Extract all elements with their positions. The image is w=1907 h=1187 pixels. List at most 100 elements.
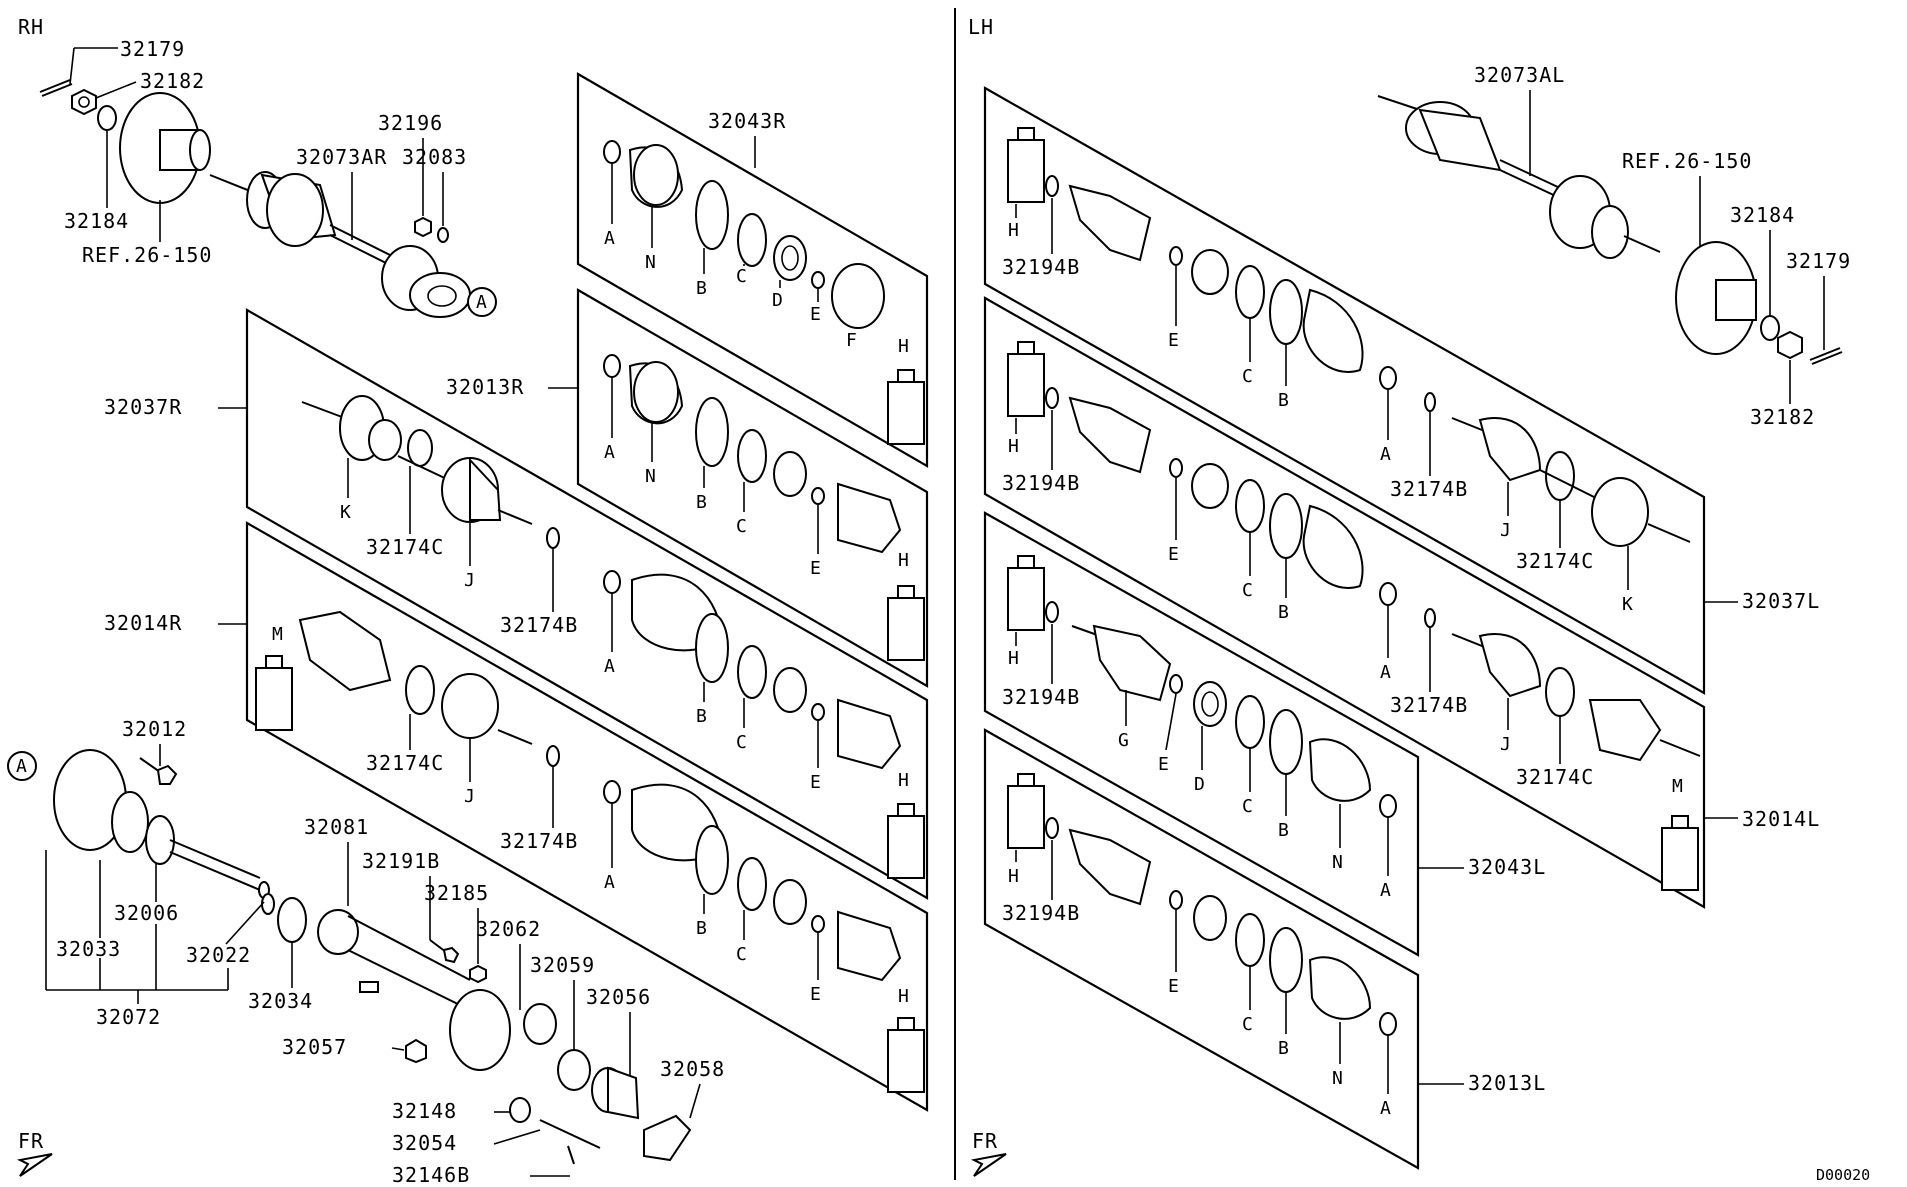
oil-seal-icon — [523, 1003, 557, 1045]
label-32012: 32012 — [122, 717, 187, 741]
grease-tube-icon-h4 — [887, 1017, 925, 1093]
lh-driveshaft-assembly-icon — [1377, 95, 1661, 259]
letter-C-rh1: C — [736, 266, 747, 287]
kit-32043R-parts — [603, 140, 885, 329]
letter-E-lh1: E — [1168, 330, 1179, 351]
letter-H-lh3: H — [1008, 648, 1019, 669]
letter-D-lh: D — [1194, 774, 1205, 795]
label-32174B-lh2: 32174B — [1390, 693, 1468, 717]
callout-a-bottom-label: A — [16, 756, 27, 777]
letter-B-lh3: B — [1278, 820, 1289, 841]
label-32043R: 32043R — [708, 109, 786, 133]
letter-C-rh4: C — [736, 944, 747, 965]
letter-J-rh2: J — [464, 786, 475, 807]
letter-A-rh2: A — [604, 442, 615, 463]
hub-nut-icon — [71, 88, 97, 116]
small-washer-icon — [437, 227, 449, 243]
diagram-code: D00020 — [1816, 1166, 1870, 1184]
nut-icon-32185 — [469, 964, 487, 984]
front-hub-icon — [119, 92, 211, 204]
lh-hub-nut-icon — [1777, 330, 1803, 360]
kit-box-32014R — [245, 521, 929, 1112]
letter-E-rh4: E — [810, 984, 821, 1005]
label-32006: 32006 — [114, 901, 179, 925]
letter-B-rh1: B — [696, 278, 707, 299]
letter-B-rh2: B — [696, 492, 707, 513]
label-32174B-rh2: 32174B — [500, 829, 578, 853]
letter-E-rh3: E — [810, 772, 821, 793]
letter-J-lh1: J — [1500, 520, 1511, 541]
letter-C-rh2: C — [736, 516, 747, 537]
label-32083: 32083 — [402, 145, 467, 169]
fr-arrow-rh-icon — [16, 1153, 53, 1177]
bracket-icon-32058 — [643, 1114, 692, 1162]
cotter-pin-icon — [39, 79, 73, 97]
label-32182-lh: 32182 — [1750, 405, 1815, 429]
lh-hub-icon — [1675, 241, 1757, 355]
letter-H-rh4: H — [898, 986, 909, 1007]
label-32191B: 32191B — [362, 849, 440, 873]
kit-32037R-parts — [301, 395, 560, 549]
fr-label-lh: FR — [972, 1129, 998, 1153]
kit-32014R-upper-parts — [603, 570, 902, 770]
nut-icon-32057 — [405, 1038, 427, 1064]
grease-tube-icon-h1 — [887, 369, 925, 445]
label-32037L: 32037L — [1742, 589, 1820, 613]
kit-box-32043R — [576, 72, 929, 468]
letter-A-rh4: A — [604, 872, 615, 893]
washer-icon — [97, 105, 117, 131]
lh-section-label: LH — [968, 15, 994, 39]
letter-B-lh4: B — [1278, 1038, 1289, 1059]
letter-H-lh4: H — [1008, 866, 1019, 887]
kit-box-32043L — [983, 511, 1420, 957]
kit-box-32043L-A — [983, 86, 1706, 695]
label-32054: 32054 — [392, 1131, 457, 1155]
grease-tube-icon-h2 — [887, 585, 925, 661]
kit-32014R-lower-parts — [255, 610, 560, 767]
letter-C-lh2: C — [1242, 580, 1253, 601]
seal-ring-icon — [557, 1049, 591, 1091]
letter-E-lh2: E — [1168, 544, 1179, 565]
letter-C-lh3: C — [1242, 796, 1253, 817]
label-32179-lh: 32179 — [1786, 249, 1851, 273]
label-32194B-lh1: 32194B — [1002, 255, 1080, 279]
label-32022: 32022 — [186, 943, 251, 967]
dust-seal-icon — [277, 897, 307, 943]
intermediate-shaft-icon — [53, 749, 270, 899]
fr-label-rh: FR — [18, 1129, 44, 1153]
letter-A-lh4: A — [1380, 1098, 1391, 1119]
label-32184-lh: 32184 — [1730, 203, 1795, 227]
pin-icon-32146B — [567, 1145, 575, 1165]
letter-A-lh3: A — [1380, 880, 1391, 901]
fr-arrow-lh-icon — [970, 1153, 1007, 1177]
letter-C-lh1: C — [1242, 366, 1253, 387]
label-32057: 32057 — [282, 1035, 347, 1059]
letter-N-lh2: N — [1332, 1068, 1343, 1089]
letter-A-rh1: A — [604, 228, 615, 249]
label-32194B-lh3: 32194B — [1002, 685, 1080, 709]
letter-E-rh1: E — [810, 304, 821, 325]
letter-H-rh3: H — [898, 770, 909, 791]
label-32059: 32059 — [530, 953, 595, 977]
label-32194B-lh2: 32194B — [1002, 471, 1080, 495]
kit-box-32013L — [983, 728, 1420, 1170]
grease-tube-icon-h3 — [887, 803, 925, 879]
rh-section-label: RH — [18, 15, 44, 39]
label-32148: 32148 — [392, 1099, 457, 1123]
label-32056: 32056 — [586, 985, 651, 1009]
label-32174B-lh1: 32174B — [1390, 477, 1468, 501]
callout-a-top — [467, 287, 497, 317]
letter-J-lh2: J — [1500, 734, 1511, 755]
label-ref-rh: REF.26-150 — [82, 243, 212, 267]
label-32179-rh: 32179 — [120, 37, 185, 61]
letter-H-lh1: H — [1008, 220, 1019, 241]
lh-cotter-pin-icon — [1809, 347, 1843, 365]
callout-a-top-label: A — [476, 292, 487, 313]
callout-a-bottom — [7, 751, 37, 781]
letter-N-lh1: N — [1332, 852, 1343, 873]
label-32182-rh: 32182 — [140, 69, 205, 93]
lh-box4-parts — [1007, 773, 1397, 1036]
letter-M-lh: M — [1672, 776, 1683, 797]
letter-A-lh1: A — [1380, 444, 1391, 465]
